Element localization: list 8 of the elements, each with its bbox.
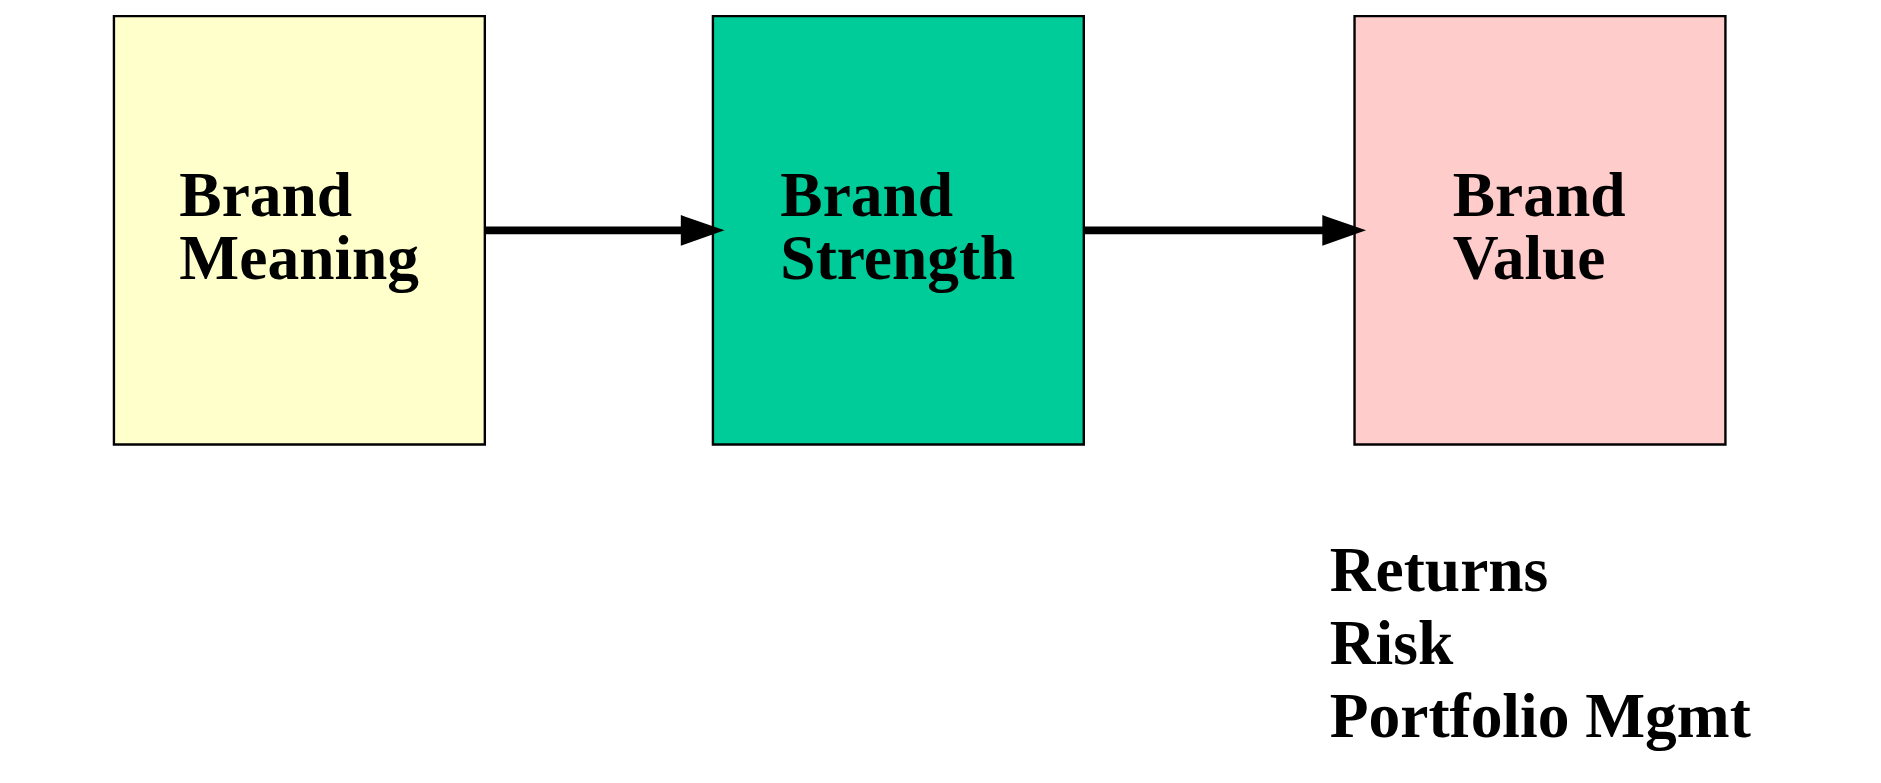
arrow xyxy=(485,215,725,246)
arrow xyxy=(1083,215,1366,246)
label: Portfolio Mgmt xyxy=(1329,680,1751,752)
node-box: Brand Meaning xyxy=(112,14,486,446)
label: Returns xyxy=(1329,533,1548,605)
label: Risk xyxy=(1329,606,1453,678)
node-box: Brand Strength xyxy=(711,14,1085,446)
node-box: Brand Value xyxy=(1352,14,1727,446)
